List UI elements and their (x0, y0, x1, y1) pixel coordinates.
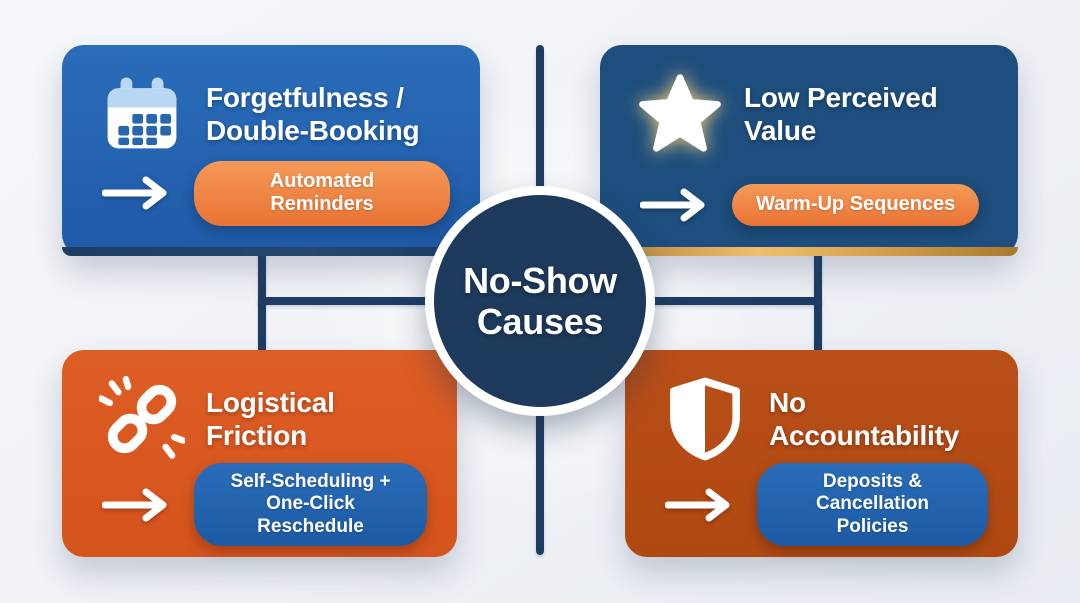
solution-row: Warm-Up Sequences (636, 184, 988, 226)
quadrant-header: No Accountability (661, 375, 988, 463)
quadrant-title: Logistical Friction (206, 386, 335, 452)
solution-row: Self-Scheduling + One-Click Reschedule (98, 463, 427, 547)
solution-text: One-Click Reschedule (257, 493, 364, 537)
title-line: Double-Booking (206, 115, 420, 146)
solution-text: Cancellation Policies (816, 493, 929, 537)
solution-row: Deposits & Cancellation Policies (661, 463, 988, 547)
center-title-line: No-Show (463, 259, 617, 301)
quadrant-title: Low Perceived Value (744, 81, 938, 147)
title-line: Friction (206, 420, 308, 451)
arrow-right-icon (664, 488, 733, 522)
solution-row: Automated Reminders (98, 160, 450, 226)
solution-text: Warm-Up Sequences (756, 193, 956, 216)
accent-strip-navy (62, 247, 480, 256)
quadrant-forgetfulness: Forgetfulness / Double-Booking Automated… (62, 45, 480, 256)
solution-text: Deposits & (822, 471, 923, 492)
title-line: Value (744, 115, 817, 146)
quadrant-header: Low Perceived Value (636, 70, 988, 158)
solution-pill: Self-Scheduling + One-Click Reschedule (194, 463, 427, 547)
solution-pill: Automated Reminders (194, 160, 450, 226)
quadrant-title: Forgetfulness / Double-Booking (206, 81, 420, 147)
center-node: No-Show Causes (425, 186, 655, 416)
shield-icon (661, 375, 749, 463)
quadrant-no-accountability: No Accountability Deposits & Cancellatio… (625, 350, 1018, 557)
center-title-line: Causes (476, 301, 604, 342)
accent-strip-gold (600, 247, 1018, 256)
star-icon (636, 70, 724, 158)
quadrant-title: No Accountability (769, 386, 959, 452)
solution-text: Self-Scheduling + (230, 471, 391, 492)
connector-bottom-vertical (536, 405, 544, 555)
solution-pill: Deposits & Cancellation Policies (757, 463, 988, 547)
center-title: No-Show Causes (463, 260, 617, 343)
broken-link-icon (98, 375, 186, 463)
arrow-right-icon (101, 488, 170, 522)
quadrant-low-perceived-value: Low Perceived Value Warm-Up Sequences (600, 45, 1018, 256)
arrow-right-icon (101, 176, 170, 210)
connector-top-vertical (536, 45, 544, 195)
quadrant-header: Forgetfulness / Double-Booking (98, 70, 450, 158)
calendar-icon (98, 70, 186, 158)
title-line: No (769, 386, 806, 418)
solution-pill: Warm-Up Sequences (732, 184, 980, 226)
title-line: Accountability (769, 420, 960, 451)
title-line: Forgetfulness / (206, 81, 404, 113)
quadrant-logistical-friction: Logistical Friction Self-Scheduling + On… (62, 350, 457, 557)
solution-text: Automated Reminders (269, 169, 375, 216)
arrow-right-icon (639, 188, 708, 222)
title-line: Low Perceived (744, 81, 938, 113)
title-line: Logistical (206, 386, 335, 418)
quadrant-header: Logistical Friction (98, 375, 427, 463)
connector-right-horizontal (646, 297, 822, 305)
connector-left-horizontal (258, 297, 434, 305)
